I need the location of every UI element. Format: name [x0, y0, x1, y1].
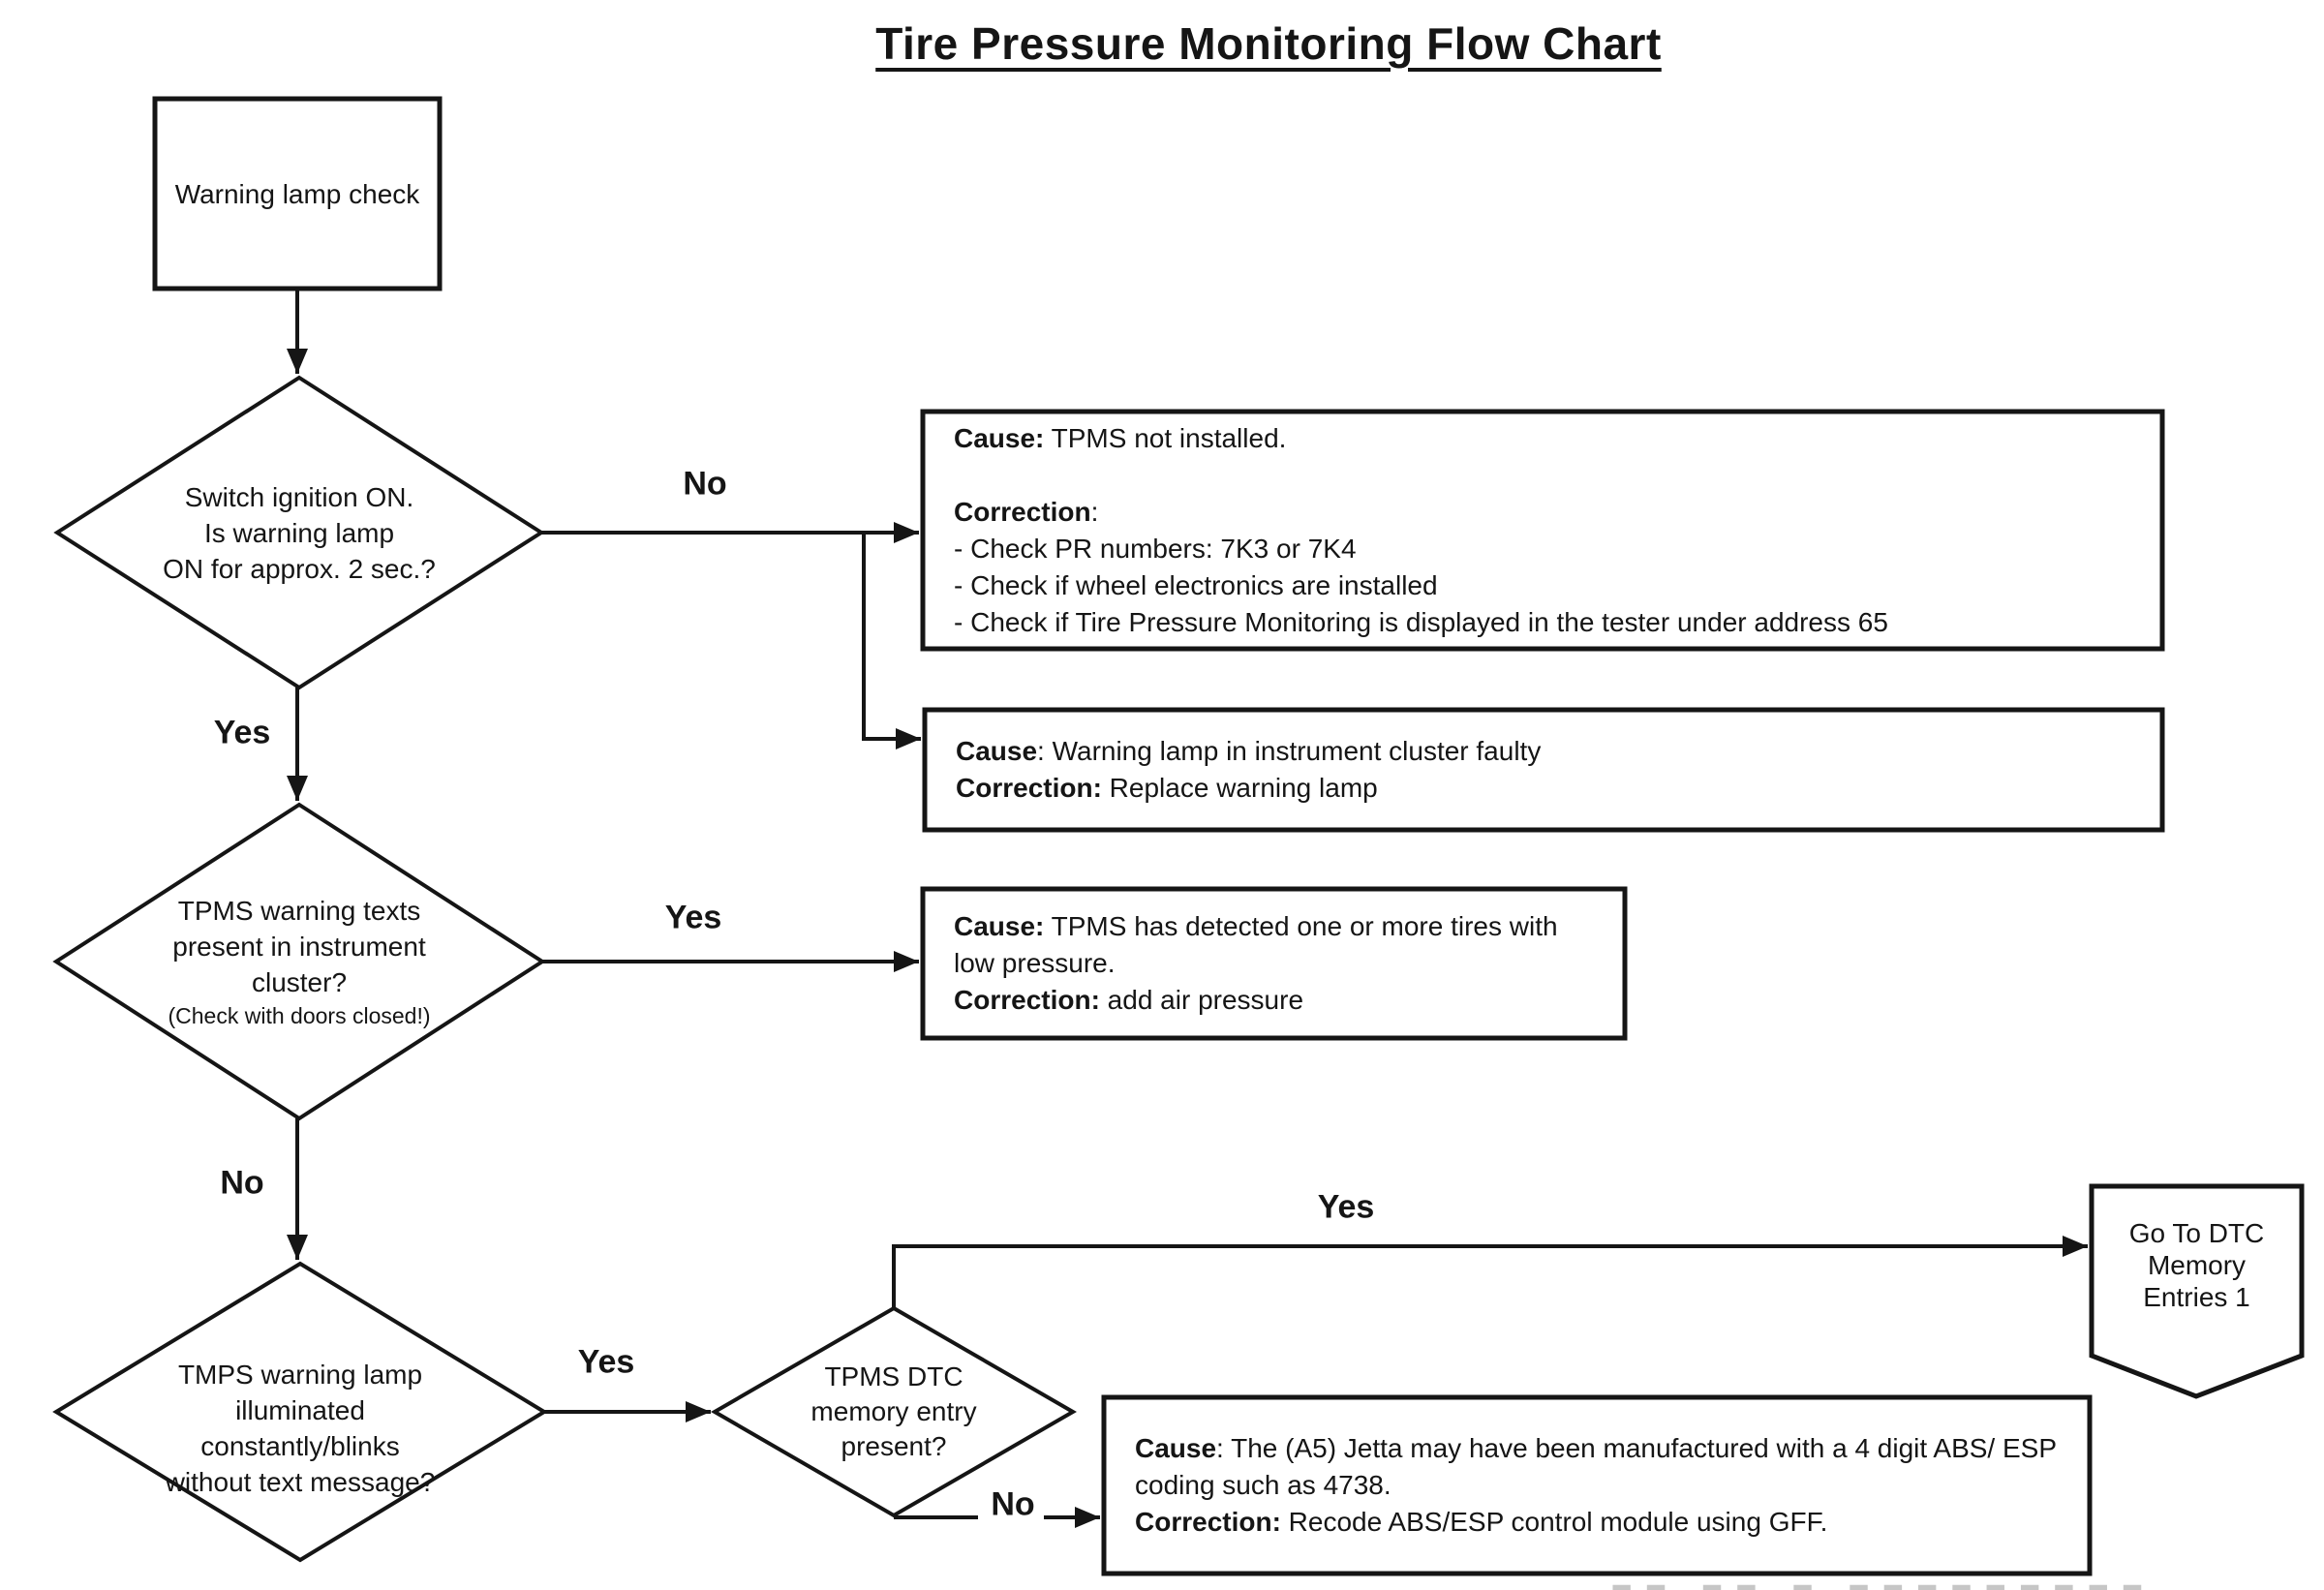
offpage-line: Go To DTC	[2128, 1218, 2265, 1248]
watermark-fragment: ▮▮ ▮▮ ▮ ▮▮▮▮▮▮▮▮▮	[1609, 1576, 2324, 1590]
offpage-connector-outline	[2089, 1183, 2305, 1399]
cause2-bold: Correction:	[956, 773, 1102, 803]
cause1-line: Correction:	[954, 494, 2147, 531]
cause1-bold: Correction	[954, 496, 1091, 527]
cause3-rest: low pressure.	[954, 948, 1116, 978]
decision1-ignition-lamp: Switch ignition ON. Is warning lamp ON f…	[57, 378, 541, 688]
cause1-line: - Check if wheel electronics are install…	[954, 567, 2147, 604]
edge-label-d1-no: No	[683, 465, 727, 503]
cause1-rest: - Check PR numbers: 7K3 or 7K4	[954, 533, 1357, 564]
cause2-line: Cause: Warning lamp in instrument cluste…	[956, 733, 2147, 770]
cause1-rest: - Check if Tire Pressure Monitoring is d…	[954, 606, 1888, 637]
cause1-line: - Check if Tire Pressure Monitoring is d…	[954, 604, 2147, 641]
cause4-bold: Correction:	[1135, 1507, 1281, 1537]
decision3-lamp-constant: TMPS warning lamp illuminated constantly…	[56, 1264, 544, 1560]
decision3-line: without text message?	[165, 1467, 436, 1497]
decision3-line: TMPS warning lamp	[177, 1360, 423, 1390]
edge-d4-yes-to-offpage	[892, 1236, 2088, 1308]
cause1-tpms-not-installed: Cause: TPMS not installed. Correction: -…	[923, 412, 2162, 649]
decision4-line: TPMS DTC	[824, 1361, 963, 1391]
cause1-box-outline	[920, 409, 2165, 652]
cause3-box-outline	[920, 886, 1628, 1041]
cause2-bold: Cause	[956, 736, 1038, 766]
decision3-diamond-outline	[52, 1261, 548, 1563]
cause2-rest: Replace warning lamp	[1101, 773, 1378, 803]
cause1-line: Cause: TPMS not installed.	[954, 420, 2147, 457]
cause4-rest: : The (A5) Jetta may have been manufactu…	[1216, 1433, 2058, 1463]
cause2-line: Correction: Replace warning lamp	[956, 770, 2147, 807]
decision2-warning-texts: TPMS warning texts present in instrument…	[56, 805, 542, 1118]
edge-label-d1-yes: Yes	[213, 714, 271, 751]
decision2-line: TPMS warning texts	[177, 895, 421, 926]
cause4-box-outline	[1101, 1394, 2093, 1576]
edge-label-d3-yes: Yes	[577, 1343, 635, 1381]
edge-label-d2-yes: Yes	[664, 899, 722, 936]
start-box: Warning lamp check	[155, 99, 440, 289]
cause1-rest: - Check if wheel electronics are install…	[954, 569, 1438, 600]
cause3-rest: add air pressure	[1099, 985, 1304, 1015]
decision2-line: cluster?	[251, 966, 348, 997]
edge-label-d4-no: No	[991, 1485, 1035, 1523]
cause3-line: Cause: TPMS has detected one or more tir…	[954, 908, 1609, 945]
decision1-line: Is warning lamp	[203, 517, 395, 548]
offpage-line: Entries 1	[2143, 1282, 2250, 1312]
decision2-line: present in instrument	[172, 931, 426, 962]
cause3-bold: Correction:	[954, 985, 1100, 1015]
decision3-line: illuminated	[235, 1395, 365, 1425]
cause4-line: Cause: The (A5) Jetta may have been manu…	[1135, 1430, 2074, 1467]
decision1-line: ON for approx. 2 sec.?	[163, 553, 436, 584]
cause2-box-outline	[922, 707, 2165, 833]
cause4-rest: coding such as 4738.	[1135, 1470, 1391, 1500]
edge-d1-no-branch-to-cause2	[862, 533, 921, 749]
cause3-line: low pressure.	[954, 945, 1609, 982]
decision4-line: present?	[841, 1431, 947, 1461]
cause1-line: - Check PR numbers: 7K3 or 7K4	[954, 531, 2147, 567]
edge-label-d2-no: No	[220, 1164, 264, 1202]
decision3-line: constantly/blinks	[200, 1431, 400, 1461]
offpage-goto-dtc: Go To DTC Memory Entries 1	[2092, 1186, 2302, 1356]
decision4-line: memory entry	[810, 1396, 977, 1426]
cause1-bold: Cause:	[954, 422, 1045, 453]
edge-label-d4-yes: Yes	[1317, 1188, 1375, 1226]
cause3-bold: Cause:	[954, 911, 1045, 941]
cause2-lamp-faulty: Cause: Warning lamp in instrument cluste…	[925, 710, 2162, 830]
cause1-rest: TPMS not installed.	[1044, 422, 1287, 453]
cause3-low-pressure: Cause: TPMS has detected one or more tir…	[923, 889, 1625, 1038]
cause2-rest: : Warning lamp in instrument cluster fau…	[1037, 736, 1542, 766]
cause4-bold: Cause	[1135, 1433, 1217, 1463]
cause4-line: coding such as 4738.	[1135, 1467, 2074, 1504]
cause1-rest: :	[1090, 496, 1099, 527]
decision2-note: (Check with doors closed!)	[168, 1002, 431, 1028]
decision1-line: Switch ignition ON.	[184, 481, 414, 512]
page-title: Tire Pressure Monitoring Flow Chart	[875, 18, 1662, 69]
offpage-line: Memory	[2147, 1250, 2247, 1280]
start-box-label: Warning lamp check	[174, 178, 420, 209]
cause4-line: Correction: Recode ABS/ESP control modul…	[1135, 1504, 2074, 1541]
cause4-rest: Recode ABS/ESP control module using GFF.	[1280, 1507, 1828, 1537]
cause4-abs-esp-coding: Cause: The (A5) Jetta may have been manu…	[1104, 1397, 2090, 1574]
cause3-line: Correction: add air pressure	[954, 982, 1609, 1019]
decision4-dtc-memory: TPMS DTC memory entry present?	[715, 1308, 1073, 1515]
cause3-rest: TPMS has detected one or more tires with	[1044, 911, 1558, 941]
cause1-line	[954, 457, 2147, 494]
